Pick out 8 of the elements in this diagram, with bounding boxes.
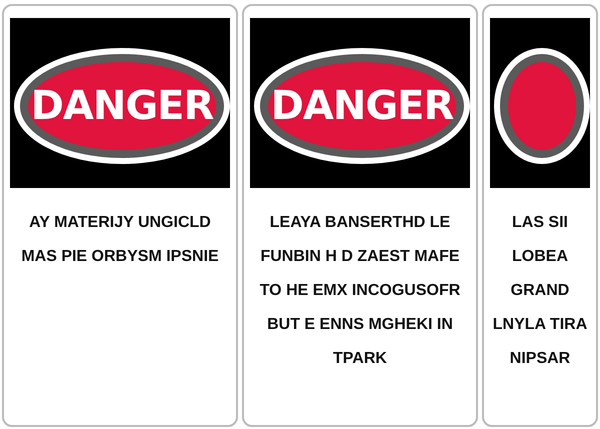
danger-sign: [482, 4, 598, 427]
warning-text: LEAYA BANSERTHD LE FUNBIN H D ZAEST MAFE TO HE EMX INCOGUSOFR BUT E ENNS MGHEKI IN TPARK: [258, 213, 462, 369]
sign-heading: DANGER: [270, 83, 454, 129]
danger-sign: [2, 4, 238, 427]
warning-text: AY MATERIJY UNGICLD MAS PIE ORBYSM IPSNIE: [20, 213, 220, 267]
danger-sign: [242, 4, 478, 427]
sign-heading: DANGER: [30, 83, 214, 129]
warning-text: LAS SII LOBEA GRAND LNYLA TIRA NIPSAR: [492, 213, 588, 369]
